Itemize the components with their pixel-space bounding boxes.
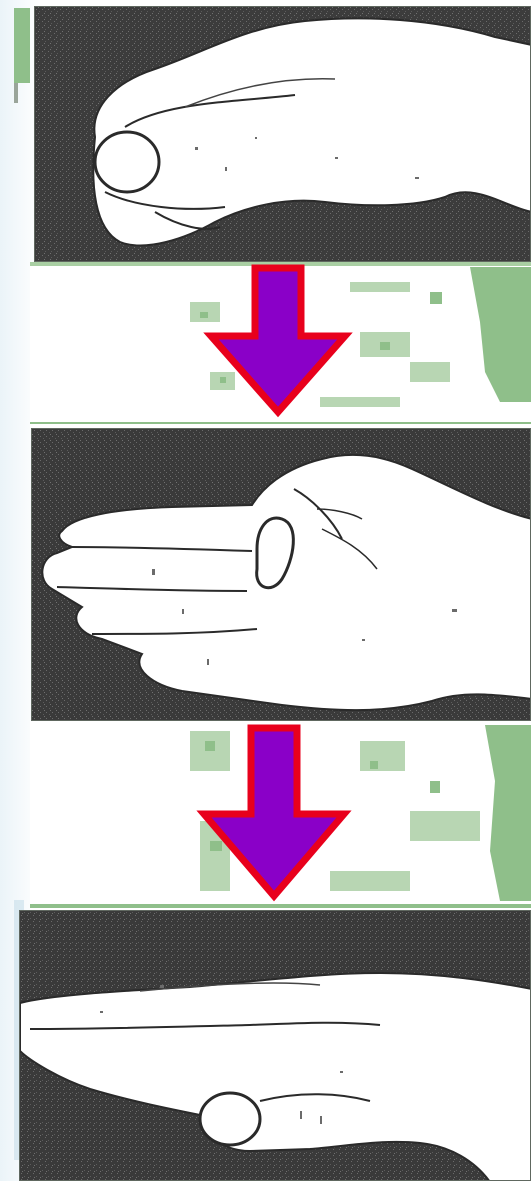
thumb-nail	[200, 1093, 260, 1145]
down-arrow-1	[203, 264, 353, 418]
step-3-panel	[19, 910, 531, 1181]
down-arrow-2	[196, 724, 352, 902]
tucked-thumb-nail	[95, 132, 159, 192]
step-2-panel	[31, 428, 531, 721]
step-1-hand-illustration	[35, 7, 531, 262]
step-3-hand-illustration	[20, 911, 531, 1181]
step-2-hand-illustration	[32, 429, 531, 721]
step-1-panel	[34, 6, 531, 262]
